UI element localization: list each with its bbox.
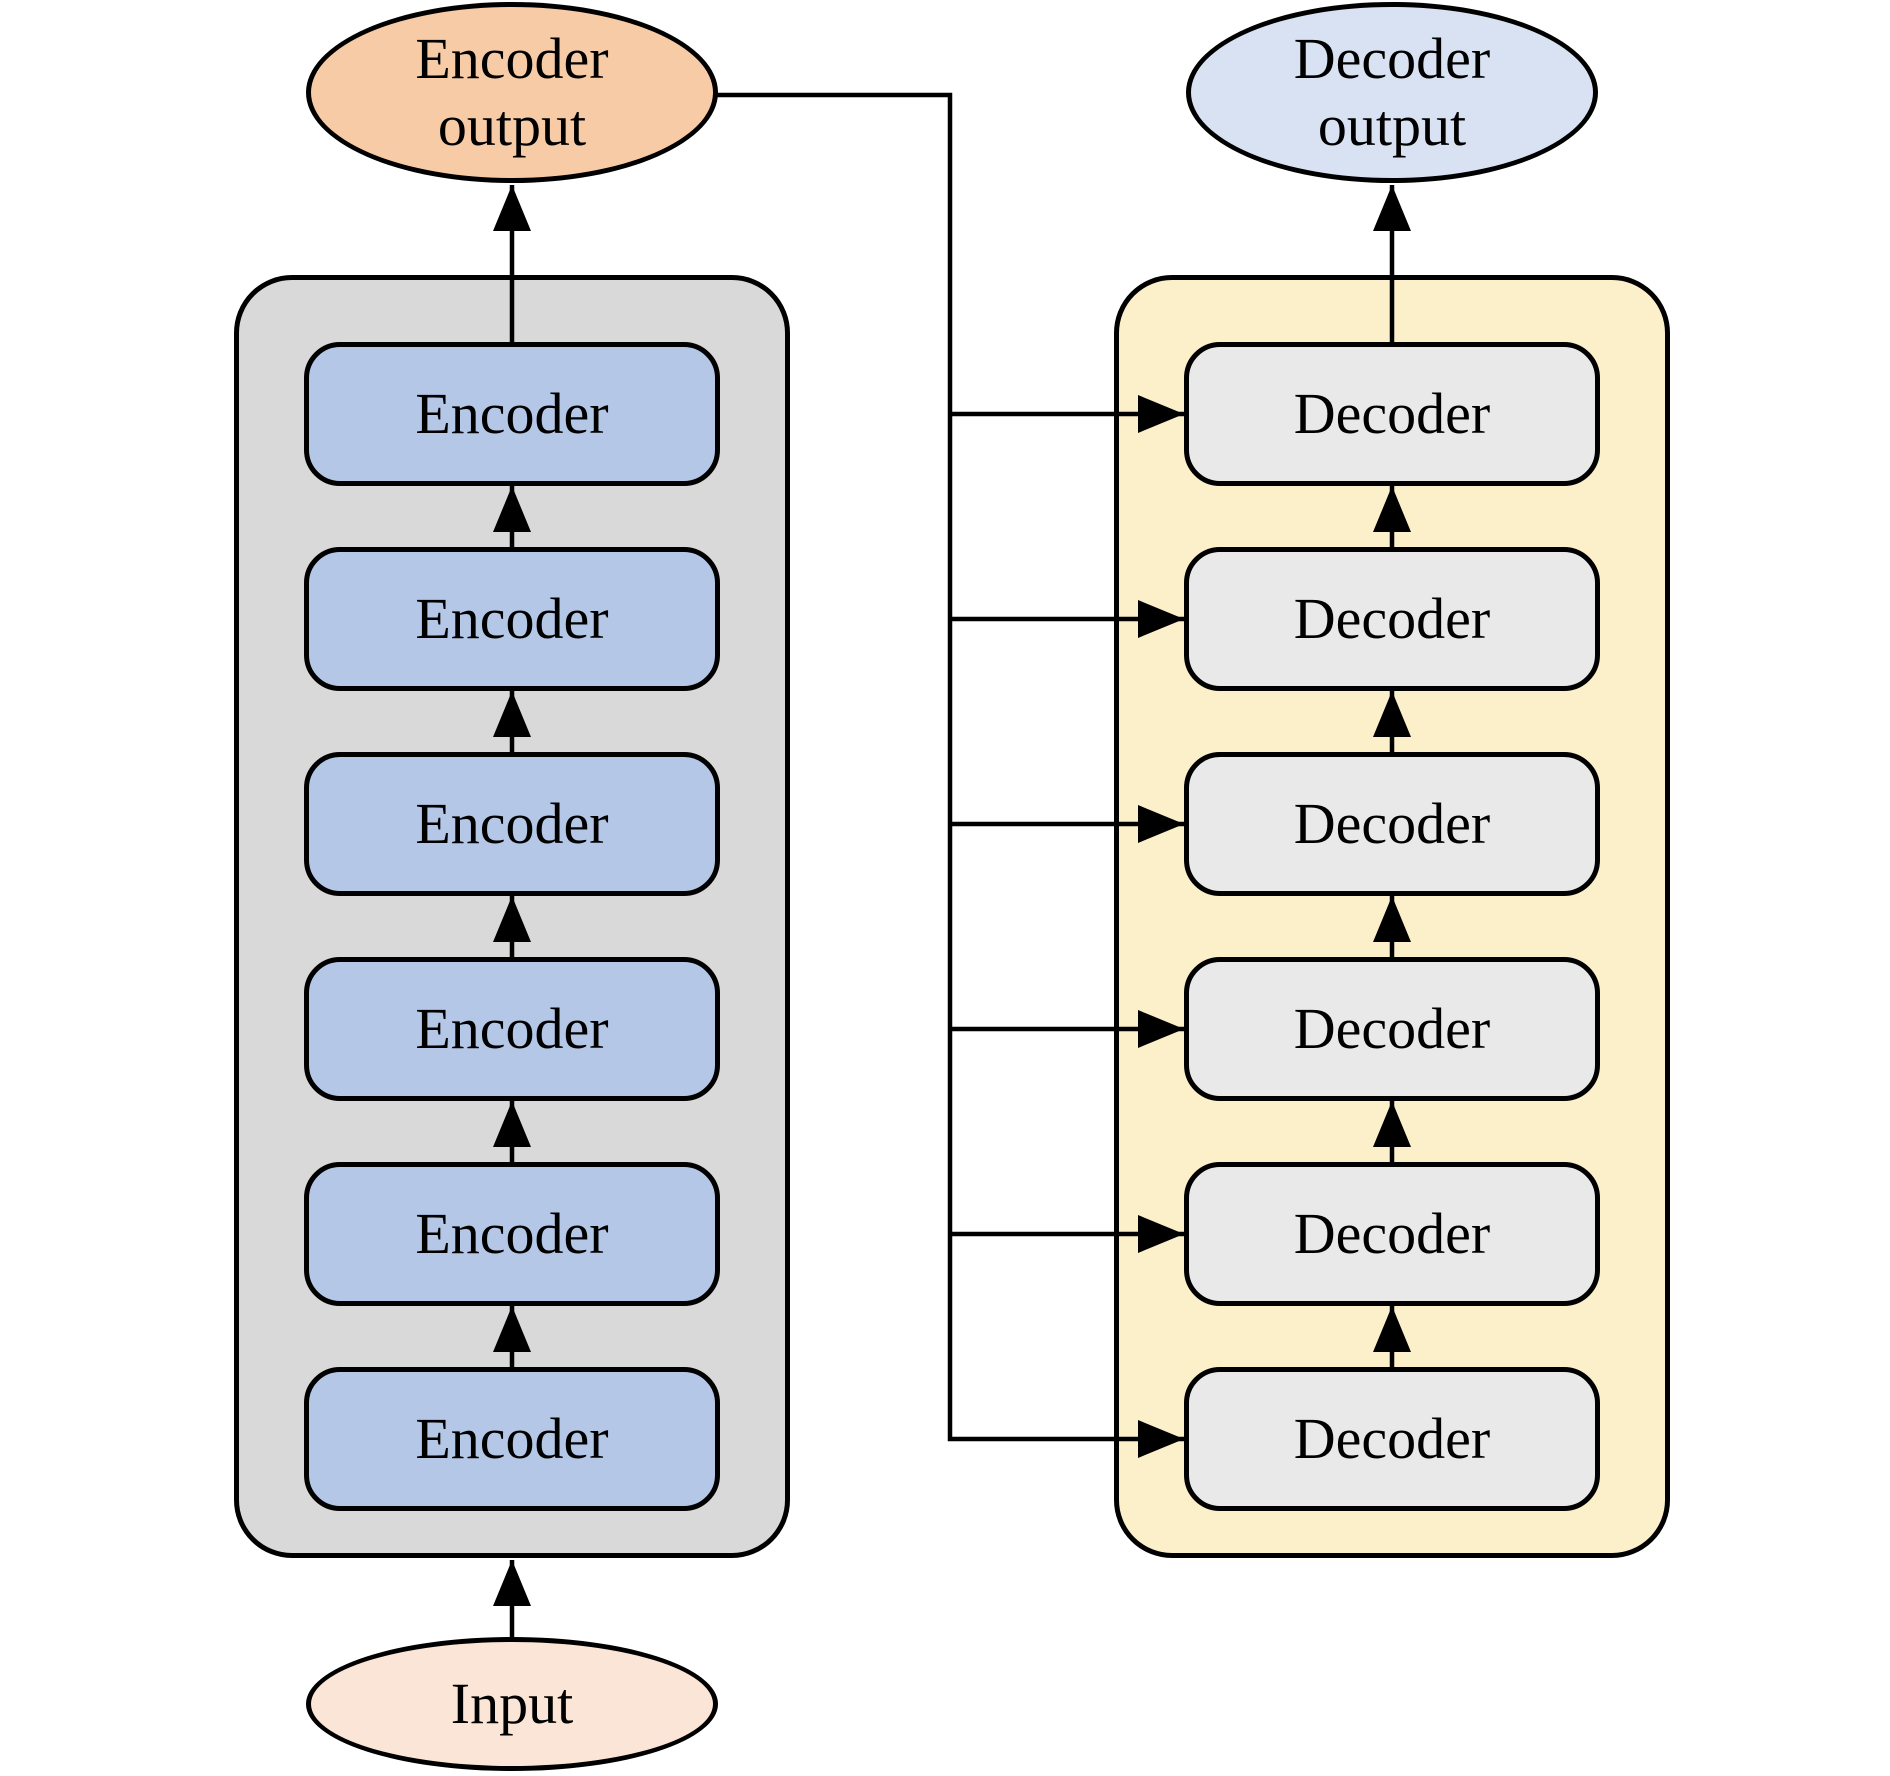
encoder-box-3: Encoder [304,752,720,896]
encoder-box-5: Encoder [304,1162,720,1306]
decoder-box-6: Decoder [1184,1367,1600,1511]
decoder-box-label: Decoder [1293,381,1491,446]
encoder-box-label: Encoder [415,791,609,856]
encoder-box-label: Encoder [415,586,609,651]
encoder-box-label: Encoder [415,1201,609,1266]
decoder-output-label: Decoder output [1293,25,1491,158]
decoder-box-label: Decoder [1293,1406,1491,1471]
encoder-box-6: Encoder [304,1367,720,1511]
encoder-box-label: Encoder [415,381,609,446]
decoder-box-4: Decoder [1184,957,1600,1101]
decoder-output-node: Decoder output [1186,2,1598,183]
encoder-output-node: Encoder output [306,2,718,183]
input-label: Input [450,1670,574,1736]
decoder-box-label: Decoder [1293,791,1491,856]
encoder-box-label: Encoder [415,1406,609,1471]
decoder-box-label: Decoder [1293,586,1491,651]
encoder-box-2: Encoder [304,547,720,691]
decoder-box-label: Decoder [1293,996,1491,1061]
decoder-box-label: Decoder [1293,1201,1491,1266]
decoder-box-1: Decoder [1184,342,1600,486]
input-node: Input [306,1637,718,1771]
encoder-output-label: Encoder output [415,25,609,158]
encoder-box-1: Encoder [304,342,720,486]
decoder-box-5: Decoder [1184,1162,1600,1306]
trunk-encoder-output-to-decoder6 [705,92,1184,1458]
decoder-box-2: Decoder [1184,547,1600,691]
encoder-box-label: Encoder [415,996,609,1061]
encoder-box-4: Encoder [304,957,720,1101]
decoder-box-3: Decoder [1184,752,1600,896]
